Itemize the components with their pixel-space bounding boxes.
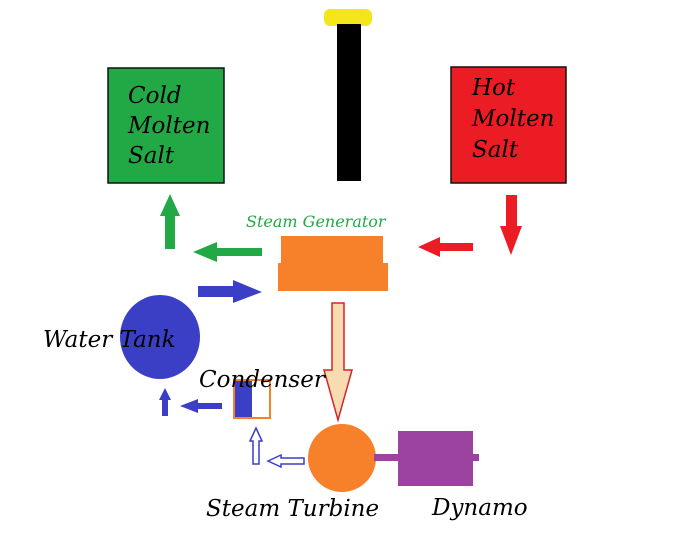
cold-salt-tank-box	[107, 67, 225, 184]
water-tank-ellipse	[120, 295, 200, 379]
condenser-label: Condenser	[199, 367, 327, 393]
water-right-arrow	[198, 280, 262, 303]
hot-salt-left-arrow	[418, 237, 473, 257]
steam-generator-top	[281, 236, 383, 266]
condensate-left-arrow	[180, 399, 222, 413]
hot-salt-label-1: Hot	[471, 75, 516, 101]
water-tank: Water Tank	[43, 295, 200, 379]
cold-salt-label-3: Salt	[128, 143, 175, 169]
cold-salt-label-1: Cold	[128, 83, 182, 109]
dynamo-body	[398, 431, 473, 486]
condenser-fill	[235, 381, 252, 417]
dynamo-shaft	[472, 454, 479, 461]
cold-salt-left-arrow	[193, 242, 262, 262]
exhaust-up-arrow	[248, 426, 264, 465]
dynamo-label: Dynamo	[431, 495, 528, 521]
condensate-up-arrow	[159, 388, 171, 416]
steam-generator-base	[278, 263, 388, 291]
cold-salt-label-2: Molten	[127, 113, 210, 139]
tower-receiver	[324, 9, 372, 26]
hot-salt-tank-box	[450, 66, 567, 184]
steam-turbine: Steam Turbine	[206, 424, 379, 522]
steam-down-arrow	[323, 302, 353, 423]
tower-column	[337, 24, 361, 181]
steam-generator-label: Steam Generator	[246, 212, 387, 231]
hot-salt-label-3: Salt	[472, 137, 519, 163]
steam-generator: Steam Generator	[246, 212, 388, 291]
cold-salt-tank: Cold Molten Salt	[107, 67, 225, 184]
dynamo: Dynamo	[374, 431, 528, 521]
steam-turbine-label: Steam Turbine	[206, 496, 379, 522]
turbine-shaft	[374, 454, 400, 461]
hot-salt-down-arrow	[500, 195, 522, 255]
hot-salt-tank: Hot Molten Salt	[450, 66, 567, 184]
exhaust-left-arrow	[266, 453, 305, 469]
condenser: Condenser	[199, 367, 327, 419]
solar-tower	[324, 9, 372, 181]
cold-salt-up-arrow	[160, 194, 180, 249]
water-tank-label: Water Tank	[43, 327, 176, 353]
hot-salt-label-2: Molten	[471, 106, 554, 132]
steam-turbine-circle	[308, 424, 376, 492]
